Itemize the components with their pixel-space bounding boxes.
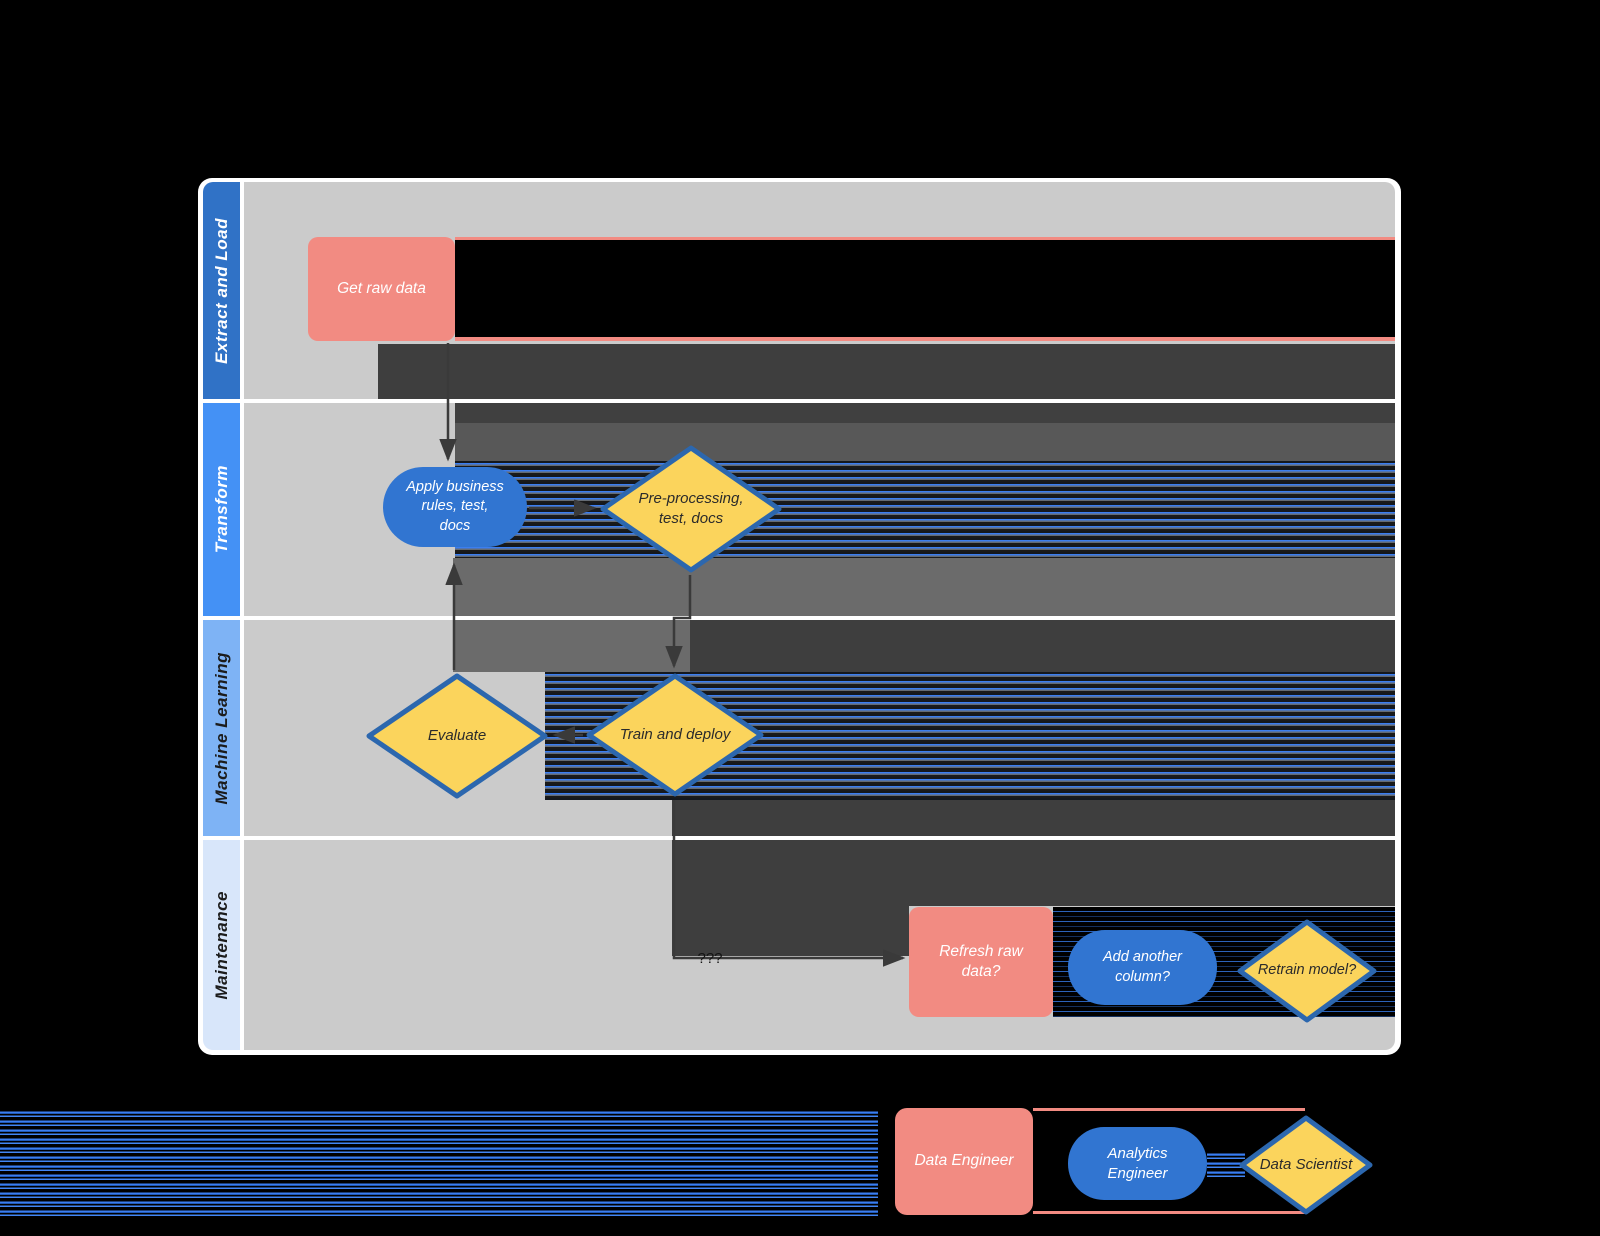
- lane-label-machine-learning: Machine Learning: [211, 651, 231, 805]
- node-label: Get raw data: [337, 279, 426, 297]
- artifact-band: [378, 344, 1395, 399]
- legend-smear-line: [1033, 1108, 1305, 1111]
- artifact-band: [455, 403, 1395, 461]
- diamond-shape: [586, 673, 764, 797]
- node-pre-processing: Pre-processing, test, docs: [599, 444, 783, 574]
- diamond-shape: [1237, 919, 1377, 1023]
- artifact-band: [672, 906, 909, 956]
- artifact-band: [453, 558, 1395, 616]
- legend-smear-line: [1033, 1211, 1305, 1214]
- artifact-band: [453, 620, 690, 672]
- diamond-shape: [600, 445, 782, 573]
- lane-bar-extract-and-load: Extract and Load: [203, 182, 240, 399]
- legend-data-scientist: Data Scientist: [1238, 1114, 1374, 1216]
- node-train-and-deploy: Train and deploy: [585, 672, 765, 798]
- legend-label: Analytics Engineer: [1107, 1144, 1168, 1182]
- lane-label-transform: Transform: [211, 465, 231, 554]
- lane-bar-machine-learning: Machine Learning: [203, 620, 240, 836]
- legend-analytics-engineer: Analytics Engineer: [1068, 1127, 1207, 1200]
- node-retrain-model: Retrain model?: [1236, 918, 1378, 1024]
- lane-bar-transform: Transform: [203, 403, 240, 616]
- node-label: Apply business rules, test, docs: [406, 479, 504, 534]
- node-refresh-raw-data: Refresh raw data?: [909, 907, 1053, 1017]
- lane-bar-maintenance: Maintenance: [203, 840, 240, 1050]
- node-label: Refresh raw data?: [939, 942, 1023, 980]
- node-label: Evaluate: [427, 727, 487, 745]
- node-label: Add another column?: [1102, 949, 1182, 985]
- diamond-shape: [366, 673, 548, 799]
- lane-label-maintenance: Maintenance: [211, 890, 231, 1000]
- node-apply-business-rules: Apply business rules, test, docs: [383, 467, 527, 547]
- artifact-band: [690, 620, 1395, 672]
- node-get-raw-data: Get raw data: [308, 237, 455, 341]
- artifact-band: [455, 461, 1395, 558]
- node-add-another-column: Add another column?: [1068, 930, 1217, 1005]
- artifact-band: [672, 840, 1395, 906]
- legend-smear-band: [1207, 1152, 1245, 1180]
- node-label: Retrain model?: [1257, 962, 1357, 979]
- legend-smear-band: [0, 1110, 878, 1218]
- legend-data-engineer: Data Engineer: [895, 1108, 1033, 1215]
- node-evaluate: Evaluate: [365, 672, 549, 800]
- artifact-band: [455, 237, 1395, 341]
- node-label: Train and deploy: [619, 726, 731, 744]
- lane-label-extract-and-load: Extract and Load: [211, 217, 231, 364]
- node-label: Pre-processing, test, docs: [638, 490, 744, 527]
- artifact-band: [672, 800, 1395, 836]
- diamond-shape: [1239, 1115, 1373, 1215]
- legend-label: Data Engineer: [914, 1152, 1014, 1170]
- legend-label: Data Scientist: [1259, 1156, 1353, 1174]
